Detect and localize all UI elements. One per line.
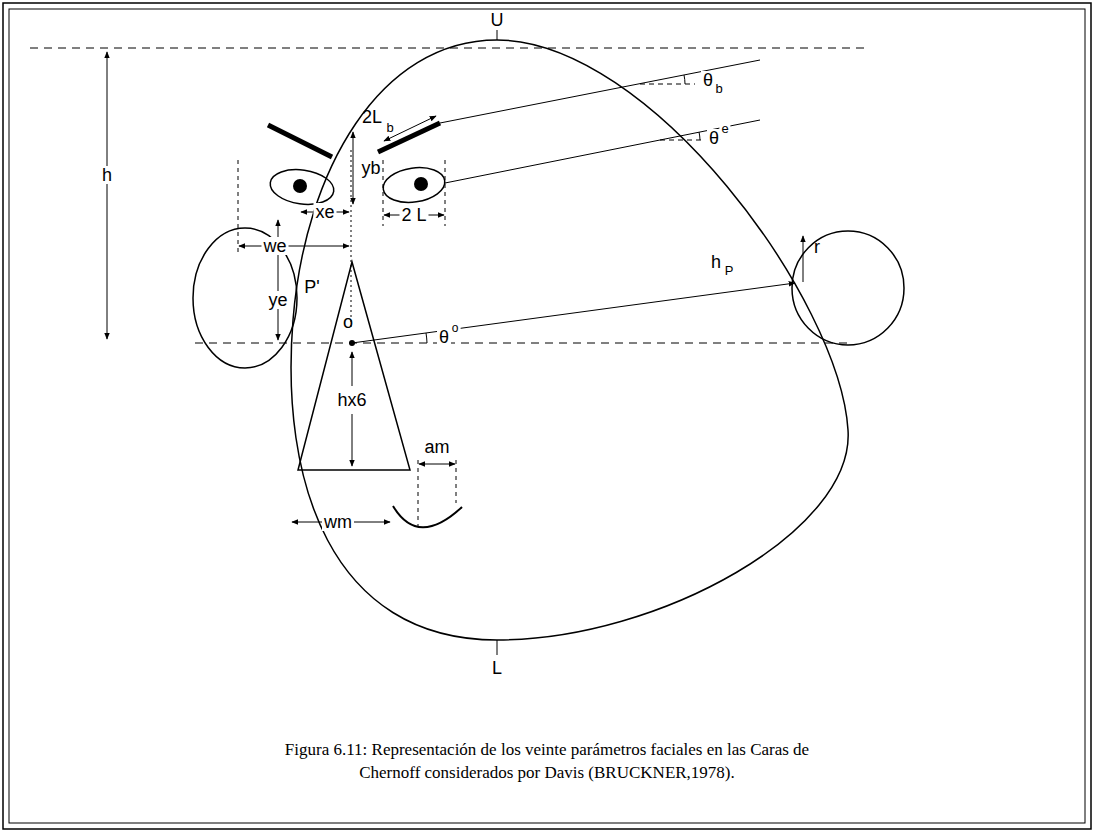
dimension-label: yb [361, 159, 380, 177]
dimension-label: h [100, 166, 114, 184]
left-ear [193, 228, 297, 368]
origin-dot [349, 340, 355, 346]
dimension-label: o [450, 322, 461, 334]
center-line [351, 150, 352, 330]
top-tick [497, 30, 498, 40]
dimension-label: xe [313, 203, 336, 221]
dimension-label: P [725, 264, 734, 277]
outer-frame [3, 3, 1091, 829]
eye-width-edge [238, 160, 239, 252]
dimension-label: L [492, 659, 502, 677]
left-eyebrow [268, 125, 332, 157]
node-outline [791, 230, 905, 346]
node-label: r [814, 238, 820, 256]
inner-frame [9, 9, 1085, 823]
mouth-curvature-arrow [419, 464, 455, 465]
left-eye [268, 166, 336, 209]
brow-angle-line [440, 60, 760, 123]
eye-angle-arc [699, 132, 700, 140]
dimension-label: 2L [362, 108, 382, 126]
mouth [393, 506, 462, 527]
projection-angle-arc [426, 333, 427, 343]
height-arrow [107, 52, 108, 339]
outline-shape [298, 262, 410, 470]
dimension-label: b [713, 82, 724, 95]
dimension-label: 2 L [399, 206, 428, 224]
right-pupil [414, 177, 428, 191]
dimension-label: wm [322, 513, 354, 531]
figure-caption: Figura 6.11: Representación de los veint… [267, 738, 827, 784]
projection-line [352, 283, 795, 343]
eye-angle-line [445, 120, 760, 183]
ear-radius-arrow [803, 236, 804, 282]
origin-dashed-line [195, 343, 850, 344]
dimension-label: am [424, 438, 449, 456]
node-label: o [343, 313, 353, 331]
dimension-label: P' [304, 278, 319, 296]
dimension-label: b [386, 121, 393, 134]
nose-height-arrow-up [352, 352, 353, 386]
right-eye [381, 164, 447, 206]
dimension-label: we [261, 237, 288, 255]
brow-length-arrow [384, 116, 436, 141]
mouth-end-line [456, 460, 457, 503]
node-label: hx6 [337, 391, 366, 409]
dimension-label: h [711, 253, 721, 271]
bottom-tick [497, 640, 498, 655]
eye-left-edge [383, 160, 384, 226]
ear-circle: r [791, 230, 905, 346]
nose-height-arrow-down [352, 414, 353, 466]
left-pupil [293, 179, 307, 193]
brow-angle-arc [684, 75, 685, 84]
brow-angle-ref [640, 84, 695, 85]
brow-height-arrow [353, 132, 354, 204]
dimension-label: U [491, 11, 504, 29]
mouth-center-line [418, 460, 419, 526]
outline-shape [792, 231, 904, 345]
dimension-label: e [719, 122, 730, 135]
face-outline [291, 40, 848, 640]
eye-angle-ref [660, 140, 702, 141]
dimension-label: ye [266, 291, 289, 309]
eye-right-edge [445, 160, 446, 226]
eye-width-arrow [239, 246, 349, 247]
